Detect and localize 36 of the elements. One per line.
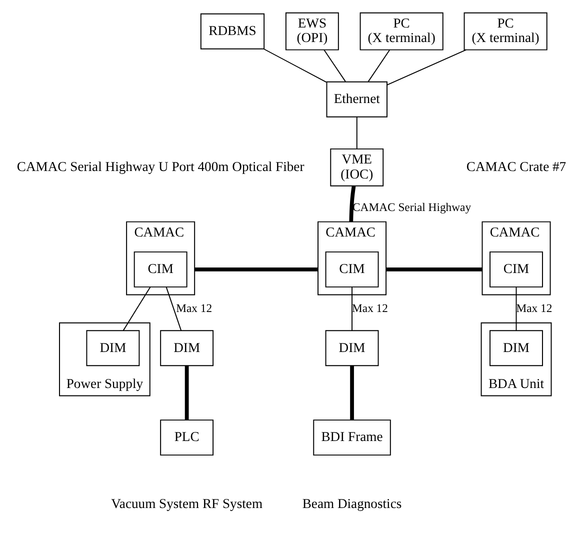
edge-label: CAMAC Serial Highway (352, 200, 472, 214)
connector (350, 366, 354, 420)
connector (263, 48, 327, 83)
node-box: CIM (490, 251, 543, 288)
node-label: Beam Diagnostics (302, 496, 402, 512)
node-box: VME (IOC) (330, 148, 384, 186)
connector (194, 268, 318, 272)
node-box: BDI Frame (313, 420, 391, 456)
edge-label: Max 12 (352, 302, 388, 315)
edge-label: Max 12 (516, 302, 552, 315)
node-box: PC (X terminal) (360, 12, 444, 50)
node-box: Ethernet (326, 81, 388, 118)
node-box: DIM (160, 330, 214, 366)
edge-label: Max 12 (176, 302, 212, 315)
connector (516, 286, 517, 332)
connector (122, 286, 151, 332)
node-box: RDBMS (200, 13, 265, 50)
connector (368, 50, 390, 82)
node-label: Vacuum System RF System (111, 496, 263, 512)
node-box: DIM (325, 330, 379, 366)
node-box: DIM (490, 330, 543, 366)
connector (386, 49, 467, 86)
connector (349, 186, 356, 222)
connector (356, 116, 358, 150)
connector (324, 50, 346, 82)
node-box: PLC (160, 420, 214, 456)
node-box: EWS (OPI) (285, 12, 339, 50)
label: CAMAC Serial Highway U Port 400m Optical Fiber (16, 159, 304, 174)
connector (184, 366, 189, 420)
node-box: PC (X terminal) (464, 12, 548, 50)
connector (166, 286, 182, 332)
node-label: CAMAC Crate #7 (466, 159, 566, 174)
node-box: CIM (134, 251, 188, 288)
node-box: DIM (86, 330, 140, 366)
connector (386, 268, 482, 272)
node-box: CIM (325, 251, 379, 288)
